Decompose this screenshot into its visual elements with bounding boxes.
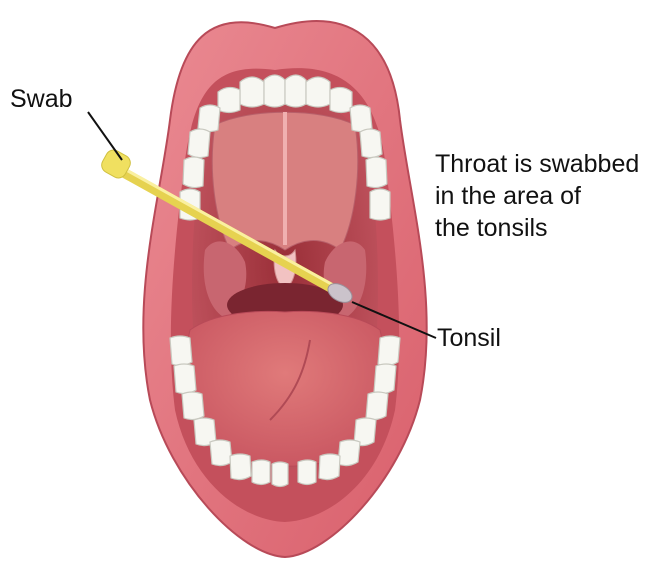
lower-tooth (182, 392, 204, 420)
lower-tooth (230, 454, 251, 480)
lower-tooth (272, 462, 288, 487)
tonsil-label: Tonsil (437, 323, 501, 353)
lower-tooth (338, 440, 360, 466)
upper-tooth (240, 77, 264, 107)
swab-instruction-note: Throat is swabbed in the area of the ton… (435, 148, 639, 244)
lower-tooth (374, 364, 396, 394)
lower-tooth (252, 460, 270, 485)
note-line-1: Throat is swabbed (435, 148, 639, 180)
upper-tooth (360, 129, 382, 158)
lower-tooth (210, 440, 232, 466)
lower-tooth (170, 336, 192, 366)
note-line-2: in the area of (435, 180, 639, 212)
lower-tooth (366, 392, 388, 420)
lower-tooth (174, 364, 196, 394)
lower-tooth (378, 336, 400, 366)
upper-tooth (366, 157, 387, 188)
upper-tooth (330, 87, 352, 112)
upper-tooth (306, 77, 330, 107)
note-line-3: the tonsils (435, 212, 639, 244)
lower-tooth (298, 460, 316, 485)
upper-tooth (370, 189, 390, 220)
swab-leader-line (88, 112, 122, 160)
upper-tooth (218, 87, 240, 112)
upper-tooth (350, 105, 372, 132)
swab-label: Swab (10, 84, 73, 114)
upper-tooth (188, 129, 210, 158)
lower-tooth (319, 454, 340, 480)
upper-tooth (183, 157, 204, 188)
upper-tooth (285, 75, 306, 107)
upper-tooth (264, 75, 285, 107)
upper-tooth (198, 105, 220, 132)
